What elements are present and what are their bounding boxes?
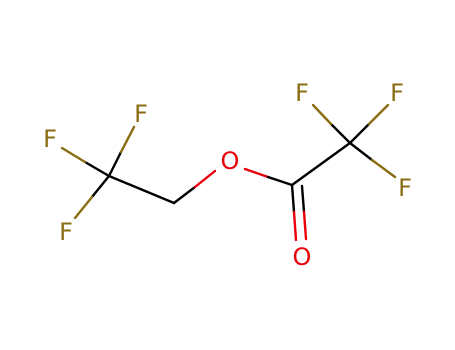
atom-fluorine-2: F (134, 100, 148, 128)
bond-c1-f1 (60, 146, 111, 178)
bond-segment (73, 195, 94, 220)
bond-segment (370, 158, 397, 179)
bond-c4-f5 (348, 103, 390, 145)
bond-segment (300, 184, 306, 214)
bond-segment (83, 160, 111, 178)
bond-segment (348, 122, 371, 145)
bond-segment (290, 183, 296, 214)
bond-segment (193, 169, 217, 189)
bond-o1-c3 (243, 167, 294, 187)
bond-segment (329, 122, 352, 145)
bond-segment (172, 185, 197, 205)
bond-c3-o2-double (290, 183, 308, 242)
atom-fluorine-6: F (398, 174, 412, 202)
atom-fluorine-5: F (390, 79, 404, 107)
bond-c4-f6 (348, 141, 397, 179)
bond-segment (60, 146, 87, 164)
bond-segment (311, 103, 333, 126)
bond-segment (266, 175, 294, 187)
atom-fluorine-3: F (59, 218, 73, 246)
atom-fluorine-4: F (295, 79, 309, 107)
bond-c3-c4 (290, 141, 352, 187)
bond-segment (302, 210, 308, 241)
bond-segment (348, 141, 374, 162)
bond-c1-c2 (107, 174, 176, 205)
atom-oxygen-ester: O (221, 147, 240, 175)
bond-segment (90, 174, 111, 199)
bond-segment (107, 174, 176, 205)
bond-segment (243, 167, 270, 179)
bond-c2-o1 (172, 169, 217, 205)
bond-segment (290, 141, 352, 187)
atom-fluorine-1: F (43, 125, 57, 153)
atom-oxygen-carbonyl: O (293, 243, 312, 271)
bond-c1-f3 (73, 174, 111, 220)
bond-segment (367, 103, 390, 126)
bond-segment (107, 150, 123, 178)
bond-c1-f2 (107, 125, 136, 178)
bond-segment (292, 210, 298, 242)
bond-segment (119, 125, 136, 154)
bond-c4-f4 (311, 103, 352, 145)
